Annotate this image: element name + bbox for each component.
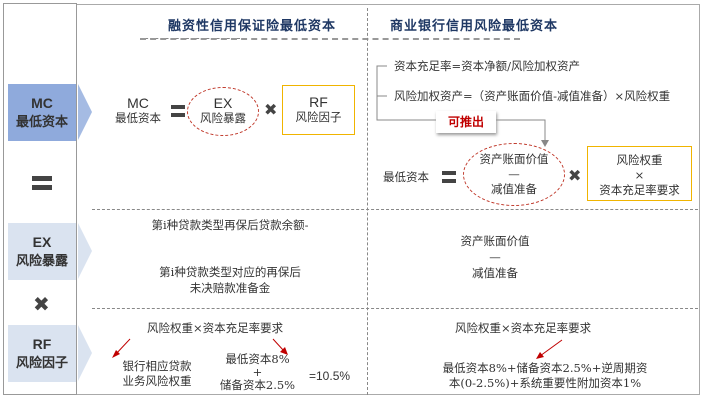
impairment: 减值准备	[472, 266, 518, 280]
risk-weight: 风险权重	[616, 153, 663, 167]
red-arrows	[112, 338, 288, 358]
mc-name: 最低资本	[383, 170, 429, 184]
rf-left-line1: 银行相应贷款	[122, 359, 192, 373]
min-capital: 最低资本8%	[225, 352, 290, 366]
row-divider	[92, 308, 698, 309]
times-icon: ✖	[264, 100, 278, 119]
impairment: 减值准备	[491, 182, 537, 196]
derive-label: 可推出	[436, 111, 496, 133]
rf-label: RF 风险因子	[8, 325, 76, 382]
red-arrow	[536, 339, 563, 359]
ex-name: 风险暴露	[15, 253, 68, 269]
ex-line1: 第i种贷款类型再保后贷款余额-	[151, 218, 309, 232]
bracket-arrow	[376, 65, 549, 147]
title-divider	[140, 38, 520, 40]
chevron-arrow-icon	[78, 325, 92, 381]
ex-line3: 未决赔款准备金	[189, 281, 271, 295]
ex-label: EX 风险暴露	[8, 223, 76, 280]
reserve-capital: 储备资本2.5%	[219, 378, 296, 392]
car-requirement: 资本充足率要求	[599, 183, 680, 197]
left-panel-title: 融资性信用保证险最低资本	[168, 19, 337, 34]
mc-name: 最低资本	[15, 114, 68, 130]
ex-term-abbr: EX	[213, 95, 233, 111]
equals-icon	[442, 171, 456, 183]
rf-detail: 最低资本8%+储备资本2.5%+逆周期资本(0-2.5%)+系统重要性附加资本1…	[420, 361, 670, 391]
times-icon: ✖	[568, 166, 582, 185]
minus-sign: —	[508, 167, 520, 181]
rf-detail-line2: 本(0-2.5%)+系统重要性附加资本1%	[448, 376, 642, 390]
times-icon: ✖	[33, 292, 50, 316]
book-value: 资产账面价值	[460, 234, 530, 248]
mc-abbr: MC	[31, 94, 53, 111]
mc-term-abbr: MC	[127, 95, 149, 111]
mc-label: MC 最低资本	[8, 84, 76, 141]
ex-term-name: 风险暴露	[200, 111, 246, 125]
column-divider	[367, 8, 368, 395]
times-sign: ×	[634, 168, 645, 182]
right-panel-title: 商业银行信用风险最低资本	[390, 19, 559, 34]
rf-capital-sum: 最低资本8%+储备资本2.5%	[215, 353, 300, 392]
mc-term-name: 最低资本	[115, 111, 161, 125]
risk-factor-box: 风险权重×资本充足率要求	[587, 146, 692, 201]
plus-sign: +	[252, 365, 263, 379]
ex-abbr: EX	[32, 233, 52, 250]
formula-rwa: 风险加权资产=（资产账面价值-减值准备）×风险权重	[394, 89, 671, 103]
rf-formula-left: 风险权重×资本充足率要求	[147, 321, 284, 335]
rf-detail-line1: 最低资本8%+储备资本2.5%+逆周期资	[442, 361, 648, 375]
minus-sign: —	[489, 250, 501, 264]
rf-formula-right: 风险权重×资本充足率要求	[455, 321, 592, 335]
chevron-arrow-icon	[78, 84, 92, 140]
formula-capital-adequacy: 资本充足率=资本净额/风险加权资产	[394, 59, 581, 73]
ex-right: 资产账面价值 — 减值准备	[440, 233, 550, 281]
rf-name: 风险因子	[15, 355, 68, 371]
rf-abbr: RF	[32, 335, 52, 352]
main-panel	[77, 4, 700, 395]
rf-term-name: 风险因子	[295, 110, 342, 124]
equals-icon	[32, 176, 52, 190]
rf-term-abbr: RF	[309, 94, 328, 110]
book-value: 资产账面价值	[479, 152, 549, 166]
rf-left-line2: 业务风险权重	[122, 374, 192, 388]
chevron-arrow-icon	[78, 223, 92, 279]
rf-bank-risk-weight: 银行相应贷款业务风险权重	[112, 359, 202, 389]
rf-result: =10.5%	[309, 369, 351, 383]
row-divider	[92, 209, 698, 210]
equals-icon	[171, 105, 185, 117]
ex-line2: 第i种贷款类型对应的再保后	[159, 265, 301, 279]
left-column	[3, 3, 77, 395]
exposure-ellipse: 资产账面价值—减值准备	[463, 143, 565, 206]
